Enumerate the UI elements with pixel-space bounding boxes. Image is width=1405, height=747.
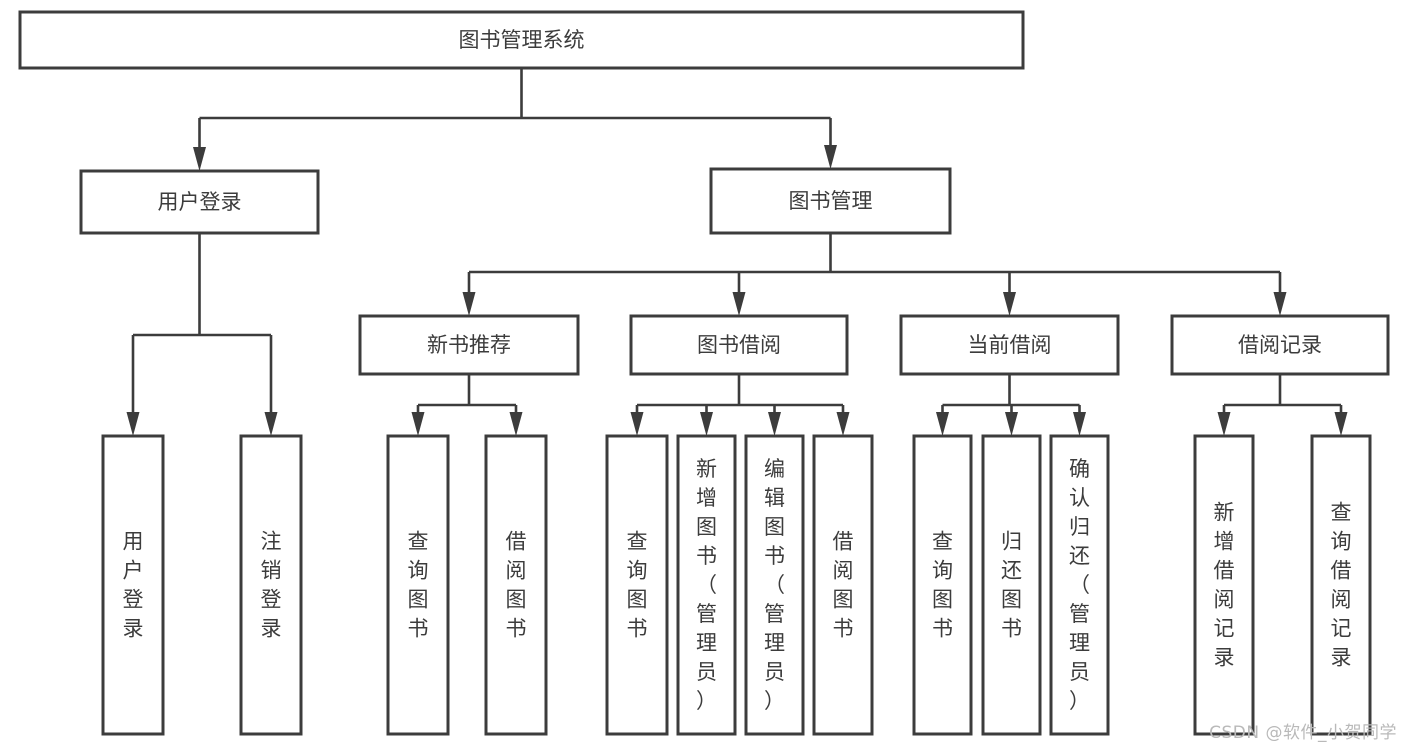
node-box-leaf-return-book <box>981 434 1042 736</box>
node-box-leaf-add-borrow-record <box>1193 434 1255 736</box>
node-box-leaf-confirm-return-admin <box>1049 434 1110 736</box>
connector-bookmgmt-to-level3 <box>462 233 1287 316</box>
node-label-user-login: 用户登录 <box>158 190 242 214</box>
node-box-user-login <box>79 169 320 235</box>
node-label-leaf-return-book: 归还图书 <box>1001 530 1022 641</box>
node-leaf-query-book-recommend[interactable]: 查询图书 <box>386 434 450 736</box>
connector-arrow-icon <box>264 412 278 436</box>
node-label-book-borrow: 图书借阅 <box>697 333 781 357</box>
connector-arrow-icon <box>936 412 949 436</box>
node-label-leaf-confirm-return-admin: 确认归还（管理员） <box>1069 457 1090 713</box>
node-label-borrow-record: 借阅记录 <box>1238 333 1322 357</box>
connector-arrow-icon <box>1003 292 1016 316</box>
connector-arrow-icon <box>126 412 140 436</box>
connector-arrow-icon <box>836 412 850 436</box>
node-root[interactable]: 图书管理系统 <box>18 10 1025 70</box>
node-leaf-confirm-return-admin[interactable]: 确认归还（管理员） <box>1049 434 1110 736</box>
node-leaf-add-borrow-record[interactable]: 新增借阅记录 <box>1193 434 1255 736</box>
node-label-leaf-user-login: 用户登录 <box>123 530 144 641</box>
connector-arrow-icon <box>1073 412 1086 436</box>
connector-record-to-leaves <box>1217 374 1348 436</box>
node-label-root: 图书管理系统 <box>459 28 585 52</box>
node-label-leaf-borrow-book-recommend: 借阅图书 <box>506 530 527 641</box>
connector-arrow-icon <box>824 145 837 169</box>
node-box-leaf-user-logout <box>239 434 303 736</box>
node-box-root <box>18 10 1025 70</box>
node-leaf-user-login[interactable]: 用户登录 <box>101 434 165 736</box>
node-box-leaf-query-book-recommend <box>386 434 450 736</box>
node-label-leaf-query-book-current: 查询图书 <box>932 530 953 641</box>
connector-arrow-icon <box>732 292 746 316</box>
node-label-leaf-query-book-recommend: 查询图书 <box>408 530 429 641</box>
connector-arrow-icon <box>700 412 713 436</box>
node-label-book-management: 图书管理 <box>789 189 873 213</box>
connector-arrow-icon <box>768 412 781 436</box>
node-leaf-query-borrow-record[interactable]: 查询借阅记录 <box>1310 434 1372 736</box>
node-leaf-query-book-borrow[interactable]: 查询图书 <box>605 434 669 736</box>
node-book-management[interactable]: 图书管理 <box>709 167 952 235</box>
node-label-leaf-query-borrow-record: 查询借阅记录 <box>1331 501 1352 670</box>
node-label-leaf-add-book-admin: 新增图书（管理员） <box>696 457 717 713</box>
connector-arrow-icon <box>193 147 206 171</box>
connector-layer <box>126 68 1348 436</box>
node-new-book-recommend[interactable]: 新书推荐 <box>358 314 580 376</box>
node-label-leaf-query-book-borrow: 查询图书 <box>627 530 648 641</box>
node-label-new-book-recommend: 新书推荐 <box>427 333 511 357</box>
node-label-current-borrow: 当前借阅 <box>968 333 1052 357</box>
node-box-leaf-query-book-borrow <box>605 434 669 736</box>
node-book-borrow[interactable]: 图书借阅 <box>629 314 849 376</box>
node-box-book-borrow <box>629 314 849 376</box>
connector-arrow-icon <box>1273 292 1287 316</box>
node-box-leaf-borrow-book <box>812 434 874 736</box>
node-box-leaf-query-borrow-record <box>1310 434 1372 736</box>
node-label-leaf-user-logout: 注销登录 <box>261 530 282 641</box>
node-box-leaf-edit-book-admin <box>744 434 805 736</box>
connector-arrow-icon <box>411 412 425 436</box>
node-leaf-edit-book-admin[interactable]: 编辑图书（管理员） <box>744 434 805 736</box>
node-label-leaf-borrow-book: 借阅图书 <box>833 530 854 641</box>
node-borrow-record[interactable]: 借阅记录 <box>1170 314 1390 376</box>
node-box-borrow-record <box>1170 314 1390 376</box>
node-box-leaf-user-login <box>101 434 165 736</box>
node-leaf-user-logout[interactable]: 注销登录 <box>239 434 303 736</box>
connector-arrow-icon <box>1005 412 1018 436</box>
connector-arrow-icon <box>509 412 523 436</box>
node-user-login[interactable]: 用户登录 <box>79 169 320 235</box>
connector-borrow-to-leaves <box>630 374 850 436</box>
connector-arrow-icon <box>630 412 644 436</box>
connector-current-to-leaves <box>936 374 1086 436</box>
node-label-leaf-edit-book-admin: 编辑图书（管理员） <box>764 457 785 713</box>
connector-arrow-icon <box>462 292 476 316</box>
node-leaf-borrow-book[interactable]: 借阅图书 <box>812 434 874 736</box>
node-box-leaf-borrow-book-recommend <box>484 434 548 736</box>
node-leaf-return-book[interactable]: 归还图书 <box>981 434 1042 736</box>
node-leaf-borrow-book-recommend[interactable]: 借阅图书 <box>484 434 548 736</box>
node-leaf-add-book-admin[interactable]: 新增图书（管理员） <box>676 434 737 736</box>
node-layer: 图书管理系统用户登录图书管理新书推荐图书借阅当前借阅借阅记录用户登录注销登录查询… <box>18 10 1390 736</box>
connector-recommend-to-leaves <box>411 374 523 436</box>
node-box-leaf-query-book-current <box>912 434 973 736</box>
node-box-leaf-add-book-admin <box>676 434 737 736</box>
connector-arrow-icon <box>1217 412 1231 436</box>
watermark-label: CSDN @软件_小贺同学 <box>1209 723 1397 743</box>
node-box-current-borrow <box>899 314 1120 376</box>
node-box-book-management <box>709 167 952 235</box>
node-label-leaf-add-borrow-record: 新增借阅记录 <box>1214 501 1235 670</box>
connector-arrow-icon <box>1334 412 1348 436</box>
node-box-new-book-recommend <box>358 314 580 376</box>
connector-userlogin-to-leaves <box>126 233 278 436</box>
node-leaf-query-book-current[interactable]: 查询图书 <box>912 434 973 736</box>
connector-root-to-level2 <box>193 68 837 171</box>
node-current-borrow[interactable]: 当前借阅 <box>899 314 1120 376</box>
